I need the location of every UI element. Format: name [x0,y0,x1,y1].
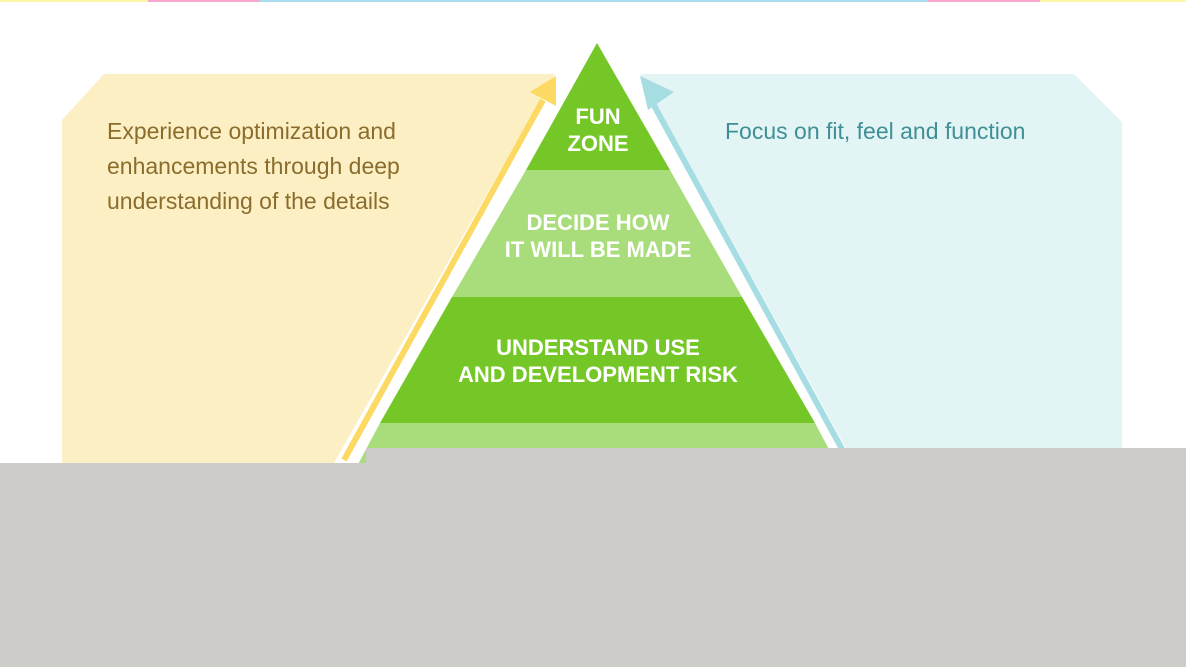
pyramid-tier-fun-zone [526,43,670,170]
tier-understand-use-label: UNDERSTAND USE AND DEVELOPMENT RISK [400,334,796,388]
tier-fun-zone-label: FUN ZONE [400,103,796,157]
pyramid-tier-understand-use [380,297,815,423]
occluder-top-step [366,448,1186,464]
occluder-panel [0,463,1186,667]
left-panel-label: Experience optimization and enhancements… [107,118,400,214]
tier-decide-how-label: DECIDE HOW IT WILL BE MADE [400,209,796,263]
left-panel [62,74,555,470]
right-panel [640,74,1122,470]
tier-understand-use-line1: UNDERSTAND USE [496,335,700,360]
left-arrow-shaft [341,98,546,462]
top-strip-pink-right [928,0,1040,2]
top-strip-yellow-right [1040,0,1186,2]
right-arrow-shaft [648,98,851,462]
top-strip-blue [260,0,928,2]
tier-understand-use-line2: AND DEVELOPMENT RISK [458,362,738,387]
right-panel-label: Focus on fit, feel and function [725,118,1026,144]
top-strip-pink-left [148,0,260,2]
right-arrow-head [640,76,674,110]
tier-fun-zone-line2: ZONE [567,131,629,156]
left-arrow-head [530,76,556,106]
tier-decide-how-line1: DECIDE HOW [526,210,670,235]
pyramid-tier-decide-how [452,170,742,297]
tier-decide-how-line2: IT WILL BE MADE [504,237,692,262]
tier-fun-zone-line1: FUN [575,104,621,129]
top-strip-yellow-left [0,0,148,2]
